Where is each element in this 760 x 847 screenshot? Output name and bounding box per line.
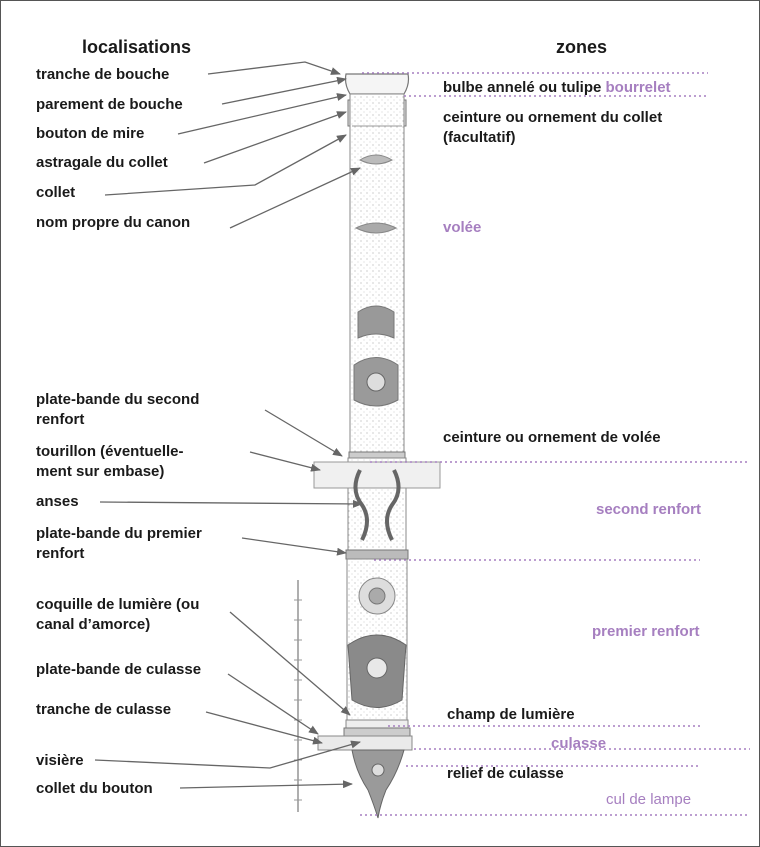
cannon-illustration	[313, 73, 441, 819]
label-line: renfort	[36, 411, 85, 428]
zone-volee: volée	[443, 219, 482, 236]
zone-bourrelet-label: bourrelet	[605, 79, 671, 96]
label-bouton-de-mire: bouton de mire	[36, 125, 145, 142]
zone-line: (facultatif)	[443, 129, 516, 146]
label-parement-de-bouche: parement de bouche	[36, 96, 183, 113]
label-tranche-de-culasse: tranche de culasse	[36, 701, 172, 718]
zone-relief-de-culasse: relief de culasse	[447, 765, 564, 782]
zone-cul-de-lampe: cul de lampe	[606, 791, 692, 808]
label-tourillon: tourillon (éventuelle- ment sur embase)	[36, 442, 184, 482]
label-collet: collet	[36, 184, 76, 201]
label-pointer-arrows	[94, 61, 363, 789]
label-line: tourillon (éventuelle-	[36, 443, 184, 460]
zone-divider-lines	[360, 72, 750, 816]
label-plate-bande-premier-renfort: plate-bande du premier renfort	[36, 524, 202, 564]
zone-culasse: culasse	[551, 735, 607, 752]
zone-second-renfort: second renfort	[596, 501, 702, 518]
scale-ruler	[294, 580, 302, 812]
zone-premier-renfort: premier renfort	[592, 623, 700, 640]
label-line: ment sur embase)	[36, 463, 165, 480]
zone-ceinture-volee: ceinture ou ornement de volée	[443, 429, 661, 446]
label-line: plate-bande du second	[36, 391, 200, 408]
header-zones: zones	[556, 37, 608, 57]
zone-champ-de-lumiere: champ de lumière	[447, 706, 575, 723]
zone-bulbe-label: bulbe annelé ou tulipe	[443, 79, 602, 96]
header-localisations: localisations	[82, 37, 192, 57]
label-visiere: visière	[36, 752, 84, 769]
label-tranche-de-bouche: tranche de bouche	[36, 66, 170, 83]
label-plate-bande-de-culasse: plate-bande de culasse	[36, 661, 202, 678]
label-nom-propre-du-canon: nom propre du canon	[36, 214, 191, 231]
label-line: coquille de lumière (ou	[36, 596, 200, 613]
label-coquille-de-lumiere: coquille de lumière (ou canal d’amorce)	[36, 595, 199, 635]
label-line: plate-bande du premier	[36, 525, 202, 542]
label-anses: anses	[36, 493, 79, 510]
label-line: renfort	[36, 545, 85, 562]
zone-bulbe-bourrelet: bulbe annelé ou tulipe bourrelet	[443, 78, 671, 98]
zone-ceinture-collet: ceinture ou ornement du collet (facultat…	[443, 108, 662, 148]
label-line: canal d’amorce)	[36, 616, 151, 633]
label-collet-du-bouton: collet du bouton	[36, 780, 153, 797]
label-plate-bande-second-renfort: plate-bande du second renfort	[36, 390, 199, 430]
label-astragale-du-collet: astragale du collet	[36, 154, 168, 171]
zone-line: ceinture ou ornement du collet	[443, 109, 663, 126]
